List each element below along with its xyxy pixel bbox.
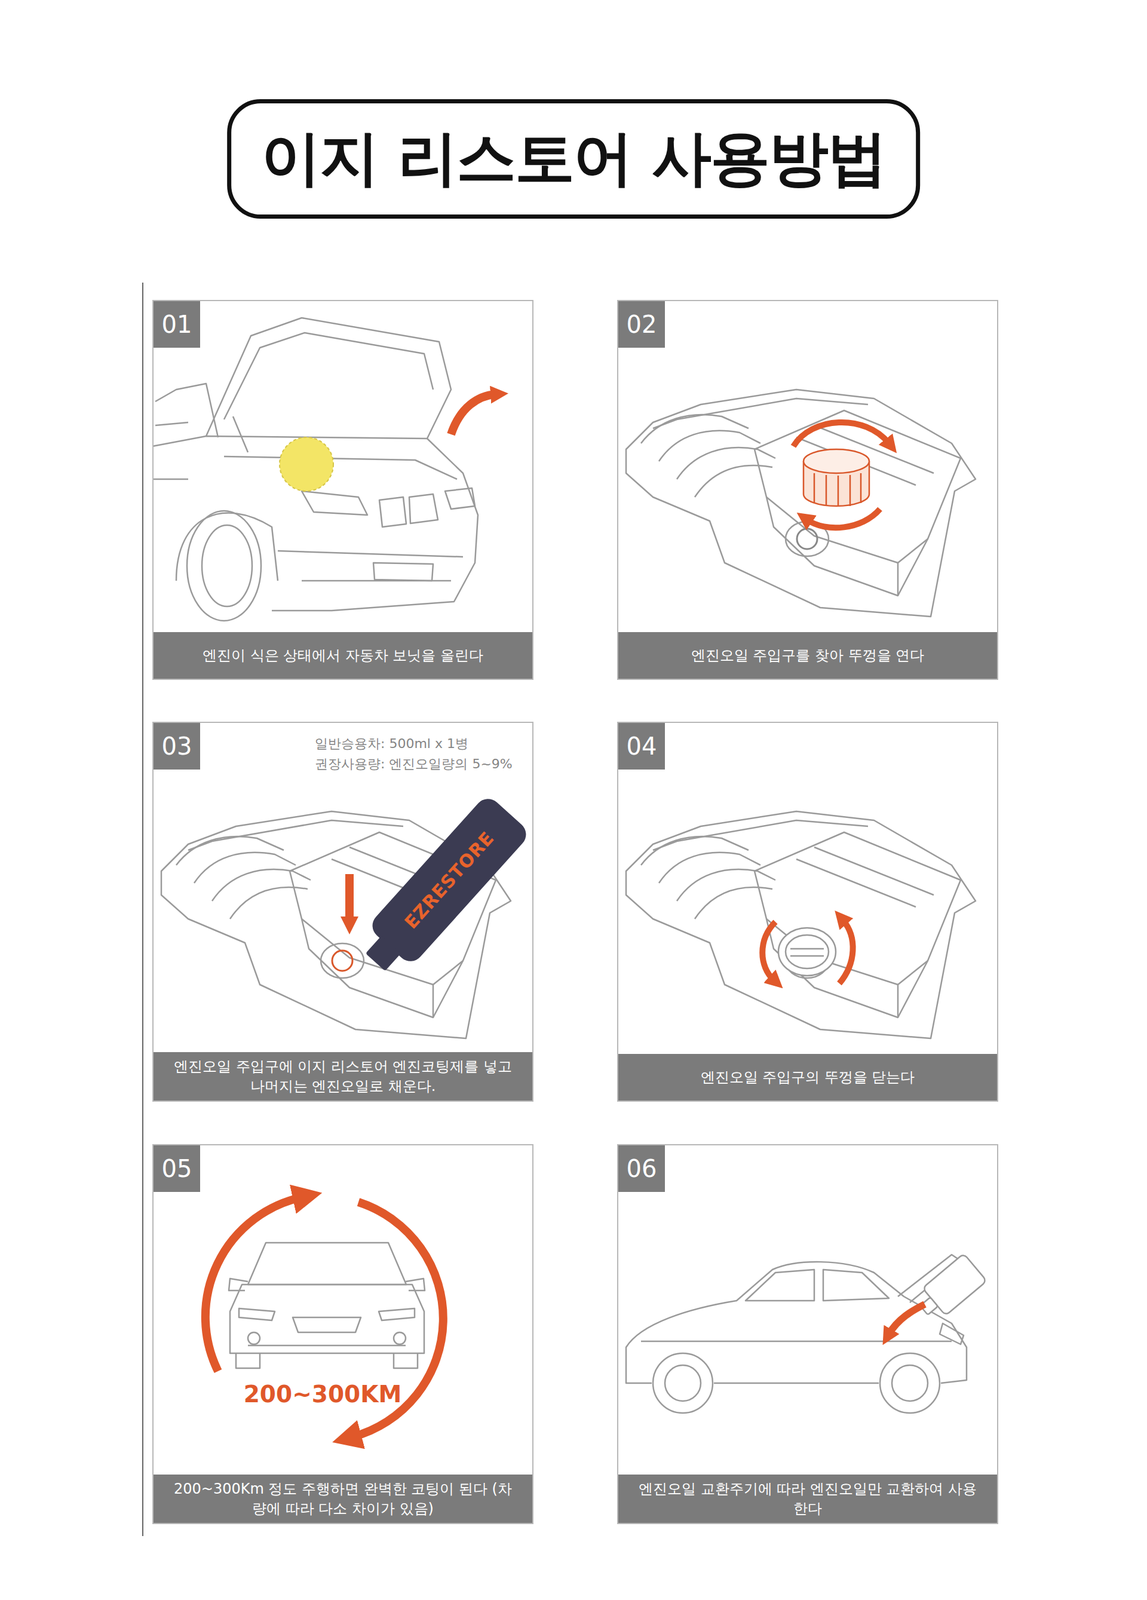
oil-cap [778,927,836,976]
product-bottle [366,793,532,967]
step-panel: 06 엔진오일 교환주기에 따라 엔진오일만 교환하여 사용한다 [617,1144,999,1524]
step-caption: 엔진이 식은 상태에서 자동차 보닛을 올린다 [153,632,533,679]
step-panel: 03 일반승용차: 500ml x 1병권장사용량: 엔진오일량의 5~9% 엔진오… [152,721,534,1102]
drive-drawing [393,1332,406,1345]
oil-change-drawing [745,1269,815,1301]
step-caption: 엔진오일 교환주기에 따라 엔진오일만 교환하여 사용한다 [618,1474,998,1523]
drive-drawing [229,1284,425,1354]
pour-drawing [161,793,532,1039]
drive-drawing [247,1344,406,1347]
lift-arrow [451,394,496,435]
drive-drawing [247,1242,407,1285]
oil-cap [803,449,870,507]
turn-arrow [762,921,776,980]
oil-cap [785,934,829,969]
product-bottle [365,935,401,971]
oil-change-drawing [626,1261,967,1383]
engine-oil-spot [279,437,334,492]
car-bonnet-drawing [224,456,458,480]
car-bonnet-drawing [152,317,478,621]
car-bonnet-drawing [176,513,278,581]
car-bonnet-drawing [152,478,189,481]
side-rule [142,282,144,1536]
step-number: 03 [153,722,201,770]
oil-cap [803,449,870,474]
usage-note: 권장사용량: 엔진오일량의 5~9% [314,755,513,774]
usage-note: 일반승용차: 500ml x 1병 [314,734,469,753]
close-cap-drawing [626,811,976,1039]
drive-drawing [228,1242,425,1369]
step-panel: 01 엔진이 식은 상태에서 자동차 보닛을 올린다 [152,299,534,680]
car-bonnet-drawing [373,562,434,581]
turn-arrow [839,919,854,984]
filler-hole [332,950,353,971]
filler-hole [796,528,818,550]
open-cap-drawing [626,389,976,617]
step-caption: 엔진오일 주입구를 찾아 뚜껑을 연다 [618,632,998,679]
step-caption: 200~300Km 정도 주행하면 완벽한 코팅이 된다 (차량에 따라 다소 … [153,1474,533,1523]
distance-label: 200~300KM [243,1380,403,1408]
car-bonnet-drawing [155,383,219,438]
open-cap-drawing [626,389,976,617]
car-bonnet-drawing [224,332,434,420]
oil-cap [814,473,861,507]
step-caption: 엔진오일 주입구에 이지 리스토어 엔진코팅제를 넣고 나머지는 엔진오일로 채… [153,1052,533,1101]
close-cap-drawing [626,811,976,1039]
car-bonnet-drawing [152,317,496,621]
pour-arrow [888,1304,925,1334]
step-panel: 02 엔진오일 주입구를 찾아 뚜껑을 연다 [617,299,999,680]
oil-change-drawing [641,1340,952,1343]
drive-drawing [228,1278,248,1291]
oil-change-drawing [891,1365,928,1401]
drive-drawing [247,1332,260,1345]
drive-drawing [393,1353,418,1369]
drive-drawing [292,1317,361,1333]
oil-cap [790,948,824,956]
step-panel: 05 200~300Km 정도 주행하면 완벽한 코팅이 된다 (차량에 따라 다… [152,1144,534,1524]
car-bonnet-drawing [409,494,438,524]
drive-drawing [405,1278,425,1291]
turn-arrow [793,422,889,447]
oil-change-drawing [626,1254,967,1413]
car-bonnet-drawing [301,491,368,515]
step-number: 01 [153,301,201,348]
step-caption: 엔진오일 주입구의 뚜껑을 닫는다 [618,1053,998,1101]
car-bonnet-drawing [201,525,253,607]
car-bonnet-drawing [206,317,452,439]
oil-change-drawing [664,1365,701,1401]
turn-arrow [807,508,880,528]
step-panel: 04 엔진오일 주입구의 뚜껑을 닫는다 [617,721,999,1102]
step-number: 04 [618,722,665,770]
car-bonnet-drawing [445,488,475,509]
cycle-arrow [205,1197,302,1372]
pour-arrow [345,873,354,922]
car-bonnet-drawing [232,416,248,453]
car-bonnet-drawing [379,497,407,527]
drive-drawing [378,1308,415,1321]
oil-change-drawing [879,1353,940,1413]
oil-change-drawing [626,1253,987,1413]
car-bonnet-drawing [186,510,262,621]
step-number: 02 [618,301,665,348]
oil-change-drawing [823,1269,889,1301]
step-number: 05 [153,1145,201,1192]
oil-change-drawing [713,1382,879,1385]
title: 이지 리스토어 사용방법 [227,99,920,219]
drive-drawing [238,1308,275,1321]
product-bottle [353,793,532,983]
step-number: 06 [618,1145,665,1192]
car-bonnet-drawing [155,422,189,426]
oil-cap [778,927,836,976]
car-bonnet-drawing [277,550,463,557]
drive-drawing [235,1353,260,1369]
oil-bottle [912,1253,987,1324]
drive-drawing [205,1197,444,1437]
oil-change-drawing [652,1353,713,1413]
